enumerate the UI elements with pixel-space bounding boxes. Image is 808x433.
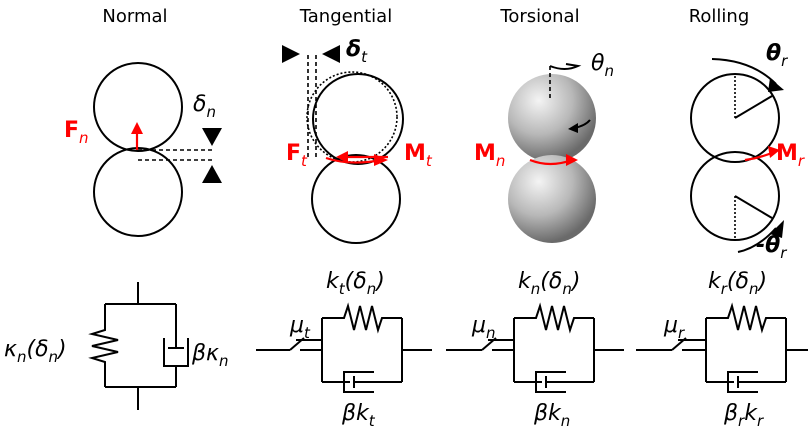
tangential-moment-arrowhead (374, 154, 388, 166)
rolling-contact-sketch: Mr θr -θr (690, 41, 805, 262)
tangential-force-label: Ft (286, 141, 308, 170)
tangential-upper-particle (312, 73, 404, 165)
rolling-friction-label: μr (663, 313, 685, 342)
torsional-moment-label: Mn (474, 141, 505, 170)
tangential-disp-arrow-left (322, 45, 340, 63)
tangential-disp-label: δt (346, 37, 368, 66)
rolling-upper-radius (734, 95, 773, 119)
normal-damper-label: βκn (191, 341, 229, 370)
rolling-spring-label: kr(δn) (708, 269, 767, 298)
normal-spring (88, 304, 119, 387)
heading-tangential: Tangential (299, 6, 392, 27)
torsional-rheology-model: kn(δn) μn βkn (446, 269, 624, 430)
rolling-damper-cylinder (727, 371, 758, 393)
tangential-damper-label: βkt (341, 401, 376, 430)
rolling-rheology-model: kr(δn) μr βrkr (636, 269, 808, 430)
torsional-upper-sphere (508, 74, 596, 162)
normal-upper-particle (93, 62, 183, 152)
rolling-angle-top-label: θr (766, 41, 788, 70)
rolling-angle-bottom-label: -θr (756, 233, 787, 262)
rolling-bottom-arrowhead (770, 220, 784, 238)
torsional-angle-arc (549, 63, 582, 70)
normal-overlap-arrow-down (202, 128, 222, 146)
torsional-rotation-arrowhead (568, 123, 578, 133)
tangential-damper-cylinder (343, 371, 374, 393)
normal-rheology-model: κn(δn) βκn (4, 282, 229, 410)
torsional-contact-sketch: Mn θn (474, 51, 614, 243)
rolling-damper-label: βrkr (723, 401, 764, 430)
normal-force-arrowhead (131, 122, 143, 134)
torsional-spring-label: kn(δn) (518, 269, 580, 298)
heading-rolling: Rolling (689, 6, 750, 27)
tangential-displaced-particle (306, 71, 398, 163)
heading-torsional: Torsional (499, 6, 579, 27)
rolling-lower-radius (734, 195, 773, 219)
tangential-spring-label: kt(δn) (326, 269, 385, 298)
normal-lower-particle (93, 147, 183, 237)
torsional-damper-cylinder (535, 371, 566, 393)
heading-normal: Normal (102, 6, 167, 27)
torsional-spring (514, 302, 594, 334)
torsional-friction-label: μn (471, 313, 496, 342)
rolling-moment-arrowhead (768, 146, 780, 158)
normal-overlap-arrow-up (202, 165, 222, 183)
rolling-spring (706, 302, 786, 334)
tangential-friction-label: μt (289, 313, 311, 342)
tangential-contact-sketch: Ft Mt δt (282, 37, 433, 244)
tangential-spring (322, 302, 402, 334)
normal-overlap-label: δn (193, 92, 216, 121)
rolling-upper-particle (690, 73, 780, 163)
rolling-moment-label: Mr (776, 141, 805, 170)
torsional-lower-sphere (508, 155, 596, 243)
rolling-lower-particle (690, 151, 780, 241)
torsional-moment-arrowhead (566, 154, 578, 166)
normal-force-label: Fn (64, 118, 89, 147)
rolling-top-arrowhead (768, 78, 784, 92)
normal-contact-sketch: Fn δn (64, 62, 222, 237)
tangential-moment-label: Mt (404, 141, 433, 170)
tangential-disp-arrow-right (282, 45, 300, 63)
tangential-rheology-model: kt(δn) μt βkt (256, 269, 432, 430)
tangential-lower-particle (311, 154, 401, 244)
tangential-force-arrowhead (336, 151, 348, 163)
torsional-damper-label: βkn (533, 401, 570, 430)
normal-spring-label: κn(δn) (4, 337, 67, 366)
torsional-angle-label: θn (591, 51, 614, 80)
